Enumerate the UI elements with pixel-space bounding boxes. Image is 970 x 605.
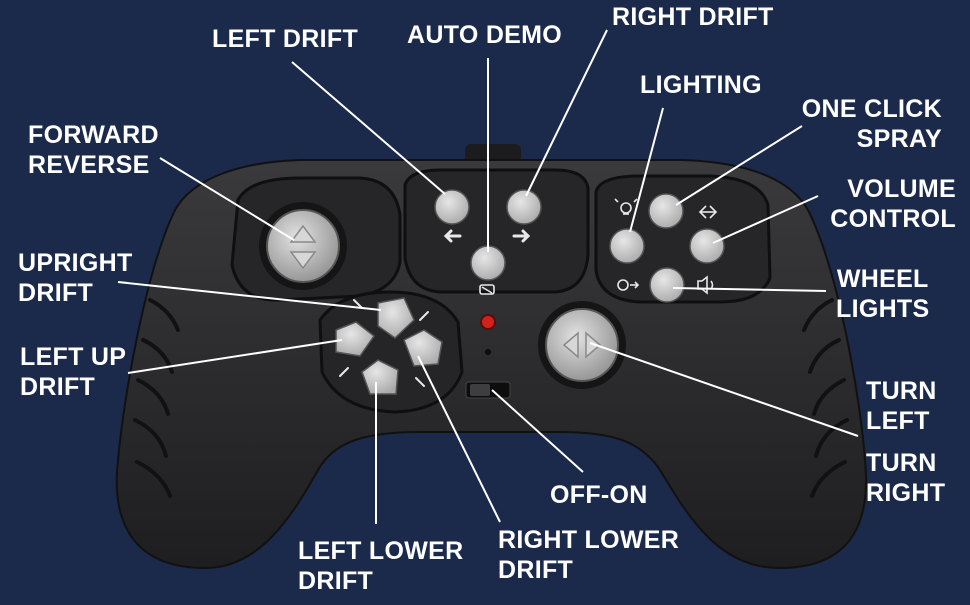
- dpad-arrow-icons: [339, 299, 429, 387]
- leader-upright-drift: [117, 281, 382, 311]
- leader-right-lower-drift: [417, 355, 501, 523]
- label-turn-left: TURN LEFT: [866, 376, 937, 436]
- arrow-left-icon: [443, 229, 462, 243]
- label-wheel-lights: WHEEL LIGHTS: [836, 264, 929, 324]
- label-forward-reverse-line1: FORWARD: [28, 121, 159, 149]
- leader-volume-control: [712, 195, 819, 244]
- label-turn-right: TURN RIGHT: [866, 448, 945, 508]
- off-on-switch[interactable]: [470, 384, 490, 396]
- upright-drift-button[interactable]: [377, 297, 415, 339]
- left-grip-ribs: [133, 298, 180, 498]
- label-one-click-spray: ONE CLICK SPRAY: [802, 94, 942, 154]
- left-drift-button[interactable]: [434, 189, 470, 225]
- auto-demo-icon: [479, 284, 495, 295]
- left-up-drift-button[interactable]: [335, 321, 376, 357]
- label-left-lower-drift: LEFT LOWER DRIFT: [298, 536, 463, 596]
- label-upright-drift-line1: UPRIGHT: [18, 249, 133, 277]
- leader-one-click-spray: [675, 125, 803, 206]
- label-right-lower-drift: RIGHT LOWER DRIFT: [498, 525, 679, 585]
- left-lower-drift-button[interactable]: [361, 359, 399, 395]
- one-click-spray-button[interactable]: [648, 193, 684, 229]
- leader-turn: [589, 342, 859, 437]
- right-drift-pad-button[interactable]: [403, 329, 443, 367]
- right-button-panel: [594, 174, 772, 304]
- lightbulb-icon: [614, 198, 638, 215]
- label-upright-drift-line2: DRIFT: [18, 279, 94, 307]
- arrow-right-icon: [512, 229, 531, 243]
- leader-left-up-drift: [127, 339, 343, 374]
- label-auto-demo: AUTO DEMO: [407, 21, 563, 49]
- label-one-click-spray-line1: ONE CLICK: [801, 95, 942, 123]
- leader-off-on: [491, 389, 584, 473]
- lighting-button[interactable]: [609, 228, 645, 264]
- label-volume-control: VOLUME CONTROL: [830, 174, 956, 234]
- leader-right-drift: [525, 29, 608, 197]
- leader-left-drift: [291, 61, 446, 195]
- label-off-on: OFF-ON: [550, 481, 648, 509]
- label-left-lower-drift-line2: DRIFT: [298, 567, 374, 595]
- label-left-drift: LEFT DRIFT: [212, 25, 359, 53]
- label-turn-left-line2: LEFT: [866, 407, 930, 435]
- label-forward-reverse: FORWARD REVERSE: [28, 120, 159, 180]
- label-forward-reverse-line2: REVERSE: [28, 151, 150, 179]
- volume-control-button[interactable]: [689, 228, 725, 264]
- label-turn-right-line1: TURN: [866, 449, 937, 477]
- label-left-up-drift-line2: DRIFT: [20, 373, 96, 401]
- forward-reverse-joystick[interactable]: [266, 209, 340, 283]
- label-lighting: LIGHTING: [640, 71, 762, 99]
- leader-forward-reverse: [159, 157, 295, 241]
- leader-wheel-lights: [672, 287, 827, 292]
- label-wheel-lights-line1: WHEEL: [836, 265, 929, 293]
- label-right-drift: RIGHT DRIFT: [612, 3, 774, 31]
- turn-joystick[interactable]: [545, 308, 619, 382]
- label-turn-left-line1: TURN: [866, 377, 937, 405]
- label-right-lower-drift-line2: DRIFT: [498, 556, 574, 584]
- power-indicator-led: [480, 314, 496, 330]
- spray-icon: [698, 205, 718, 219]
- speaker-hole: [485, 349, 491, 355]
- label-right-lower-drift-line1: RIGHT LOWER: [498, 526, 680, 554]
- label-wheel-lights-line2: LIGHTS: [836, 295, 930, 323]
- wheel-lights-button[interactable]: [649, 267, 685, 303]
- label-left-up-drift: LEFT UP DRIFT: [20, 342, 126, 402]
- label-turn-right-line2: RIGHT: [866, 479, 946, 507]
- right-grip-ribs: [802, 298, 849, 498]
- label-left-up-drift-line1: LEFT UP: [20, 343, 127, 371]
- label-volume-control-line2: CONTROL: [830, 205, 956, 233]
- label-upright-drift: UPRIGHT DRIFT: [18, 248, 133, 308]
- right-drift-button[interactable]: [506, 189, 542, 225]
- up-down-arrow-icon: [289, 224, 317, 270]
- label-one-click-spray-line2: SPRAY: [856, 125, 942, 153]
- label-volume-control-line1: VOLUME: [847, 175, 956, 203]
- leader-lines: [117, 29, 859, 524]
- leader-lighting: [629, 107, 664, 233]
- wheel-light-icon: [617, 279, 640, 291]
- label-left-lower-drift-line1: LEFT LOWER: [298, 537, 464, 565]
